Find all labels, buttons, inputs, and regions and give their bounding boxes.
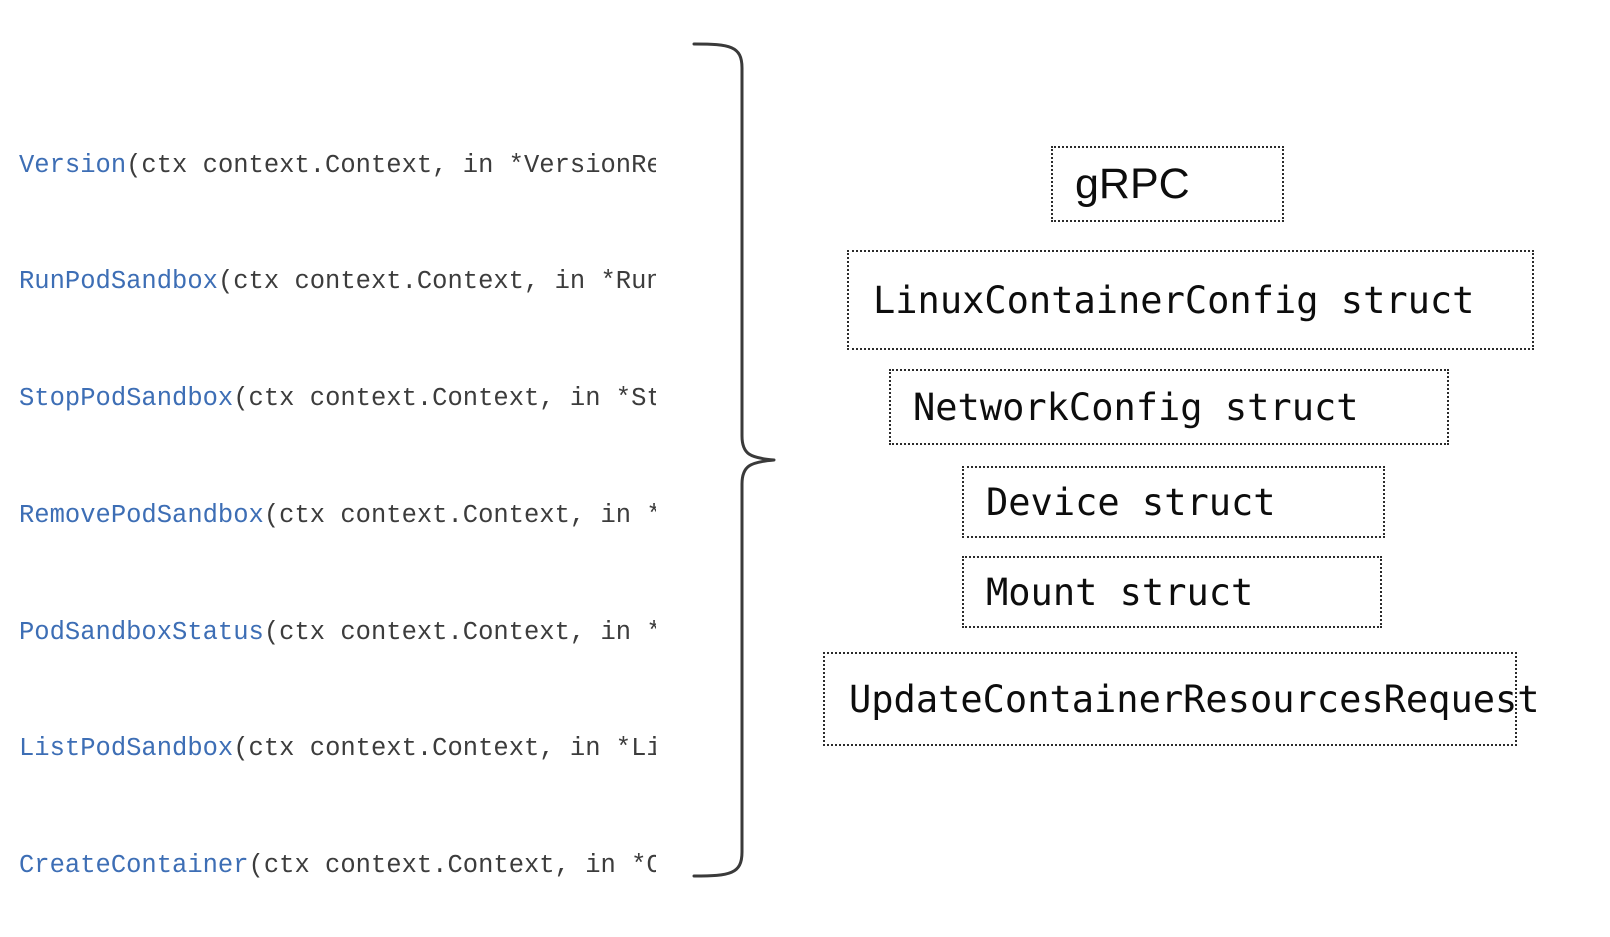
- struct-box-mount[interactable]: Mount struct: [962, 556, 1382, 628]
- curly-brace-icon: [690, 40, 790, 880]
- method-signature: (ctx context.Context, in *PodSandboxStat…: [263, 617, 656, 647]
- code-listing-panel: Version(ctx context.Context, in *Version…: [0, 0, 656, 937]
- method-name: RemovePodSandbox: [19, 500, 264, 530]
- method-name: StopPodSandbox: [19, 384, 234, 414]
- method-signature: (ctx context.Context, in *RemovePodSandb…: [263, 500, 656, 530]
- code-line: StopPodSandbox(ctx context.Context, in *…: [19, 380, 656, 419]
- code-line: RunPodSandbox(ctx context.Context, in *R…: [19, 263, 656, 302]
- method-name: Version: [19, 150, 127, 180]
- struct-box-label: LinuxContainerConfig struct: [873, 278, 1475, 322]
- code-line: CreateContainer(ctx context.Context, in …: [19, 847, 656, 886]
- struct-box-linuxcontainerconfig[interactable]: LinuxContainerConfig struct: [847, 250, 1534, 350]
- code-line: PodSandboxStatus(ctx context.Context, in…: [19, 614, 656, 653]
- method-signature: (ctx context.Context, in *RunPodSandboxR…: [217, 267, 656, 297]
- struct-box-updatecontainerresourcesrequest[interactable]: UpdateContainerResourcesRequest: [823, 652, 1540, 746]
- grpc-method-list: Version(ctx context.Context, in *Version…: [19, 30, 656, 937]
- struct-box-grpc[interactable]: gRPC: [1051, 146, 1284, 222]
- code-line: Version(ctx context.Context, in *Version…: [19, 147, 656, 186]
- code-line: ListPodSandbox(ctx context.Context, in *…: [19, 730, 656, 769]
- method-name: ListPodSandbox: [19, 734, 234, 764]
- method-name: CreateContainer: [19, 850, 249, 880]
- struct-box-label: Mount struct: [986, 570, 1254, 614]
- method-name: PodSandboxStatus: [19, 617, 264, 647]
- method-name: RunPodSandbox: [19, 267, 218, 297]
- method-signature: (ctx context.Context, in *StopPodSandbox…: [233, 384, 656, 414]
- struct-box-label: gRPC: [1075, 159, 1190, 208]
- struct-box-networkconfig[interactable]: NetworkConfig struct: [889, 369, 1449, 445]
- struct-box-label: UpdateContainerResourcesRequest: [849, 677, 1540, 721]
- code-line: RemovePodSandbox(ctx context.Context, in…: [19, 497, 656, 536]
- method-signature: (ctx context.Context, in *CreateContaine…: [248, 850, 656, 880]
- struct-box-label: Device struct: [986, 480, 1276, 524]
- method-signature: (ctx context.Context, in *VersionRequest…: [126, 150, 656, 180]
- struct-box-label: NetworkConfig struct: [913, 385, 1359, 429]
- struct-box-device[interactable]: Device struct: [962, 466, 1385, 538]
- method-signature: (ctx context.Context, in *ListPodSandbox…: [233, 734, 656, 764]
